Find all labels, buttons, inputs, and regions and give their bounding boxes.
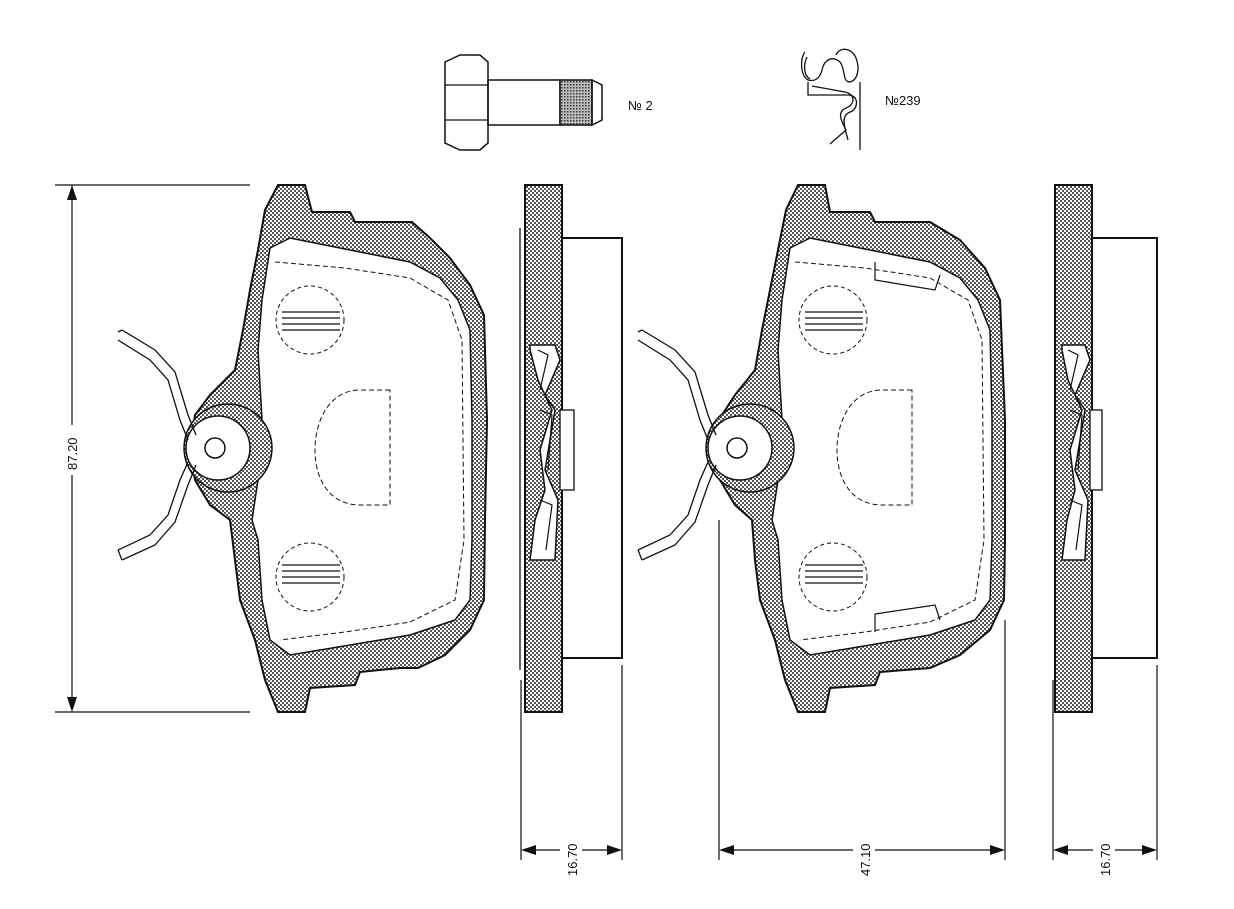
brake-pad-side-view-right: [1054, 184, 1158, 713]
dimension-width: 47.10: [718, 520, 1006, 880]
dimension-width-label: 47.10: [858, 843, 873, 876]
bolt-icon: [444, 54, 603, 151]
dimension-height: 87.20: [55, 184, 250, 713]
clip-label: №239: [885, 93, 921, 108]
brake-pad-front-view: [117, 184, 489, 713]
bolt-label: № 2: [628, 98, 653, 113]
brake-pad-front-view-right: [637, 184, 1006, 713]
dimension-thickness-left-label: 16.70: [565, 843, 580, 876]
dimension-thickness-right-label: 16.70: [1098, 843, 1113, 876]
dimension-thickness-right: 16.70: [1052, 665, 1158, 880]
brake-pad-side-view-left: [519, 184, 623, 713]
clip-icon: [800, 48, 861, 150]
dimension-thickness-left: 16.70: [520, 665, 623, 880]
dimension-height-label: 87.20: [65, 437, 80, 470]
